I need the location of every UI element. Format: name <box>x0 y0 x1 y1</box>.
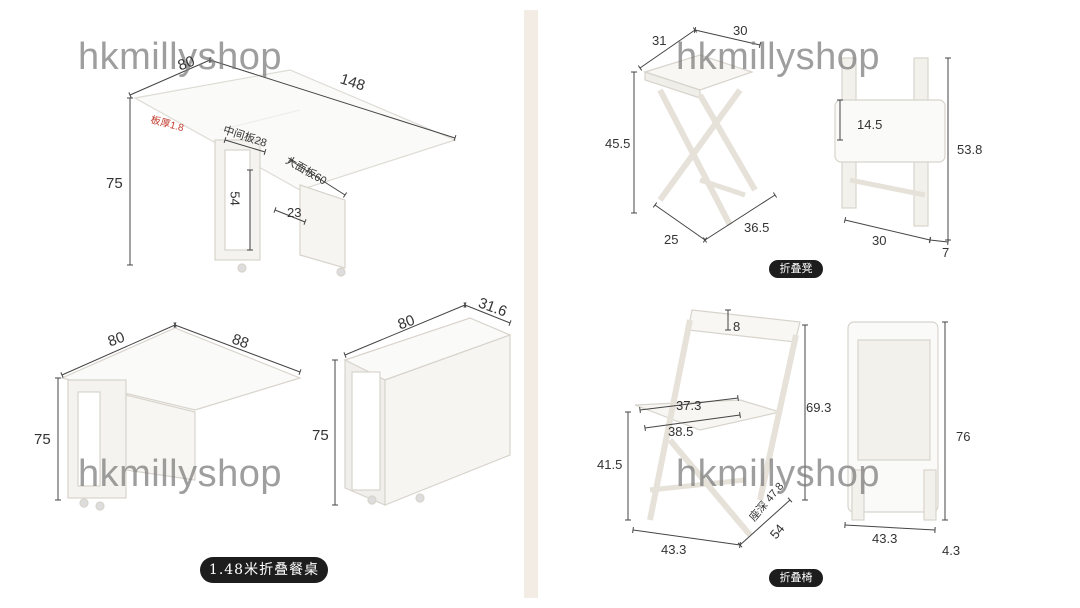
chair-seat-height: 41.5 <box>597 457 623 472</box>
watermark-top-left: hkmillyshop <box>78 36 283 78</box>
full-table-height: 75 <box>106 175 123 192</box>
leg-gap-label: 23 <box>287 205 302 220</box>
stool-width: 30 <box>733 23 748 38</box>
chair-base-width: 43.3 <box>661 542 687 557</box>
folded-table-illustration <box>343 317 512 506</box>
folded-table-height: 75 <box>312 427 329 444</box>
folded-stool-seat-drop: 14.5 <box>857 117 883 132</box>
stool-open-illustration <box>643 54 758 227</box>
chair-seat-width-front: 38.5 <box>668 424 694 439</box>
chair-backrest: 8 <box>733 319 741 334</box>
watermark-top-right: hkmillyshop <box>676 36 881 78</box>
full-table-illustration <box>133 69 457 277</box>
stool-base-width: 36.5 <box>744 220 770 235</box>
stool-depth: 31 <box>652 33 667 48</box>
watermark-bottom-right: hkmillyshop <box>676 453 881 495</box>
watermark-bottom-left: hkmillyshop <box>78 453 283 495</box>
leg-height-label: 54 <box>227 191 243 206</box>
chair-seat-width-back: 37.3 <box>676 398 702 413</box>
half-table-height: 75 <box>34 431 51 448</box>
folded-chair-width: 43.3 <box>872 531 898 546</box>
folding-chair-badge: 折叠椅 <box>769 569 823 587</box>
chair-total-height: 69.3 <box>806 400 832 415</box>
folded-stool-thickness: 7 <box>942 245 950 260</box>
folding-table-badge: 1.48米折叠餐桌 <box>200 557 328 583</box>
stool-base-depth: 25 <box>664 232 679 247</box>
chair-folded-illustration <box>847 321 939 521</box>
folded-chair-height: 76 <box>956 429 971 444</box>
folded-stool-width: 30 <box>872 233 887 248</box>
stool-height: 45.5 <box>605 136 631 151</box>
stool-folded-illustration <box>834 57 946 227</box>
folded-chair-thickness: 4.3 <box>942 543 961 558</box>
folding-stool-badge: 折叠凳 <box>769 260 823 278</box>
panel-divider <box>524 10 538 598</box>
folded-stool-height: 53.8 <box>957 142 983 157</box>
